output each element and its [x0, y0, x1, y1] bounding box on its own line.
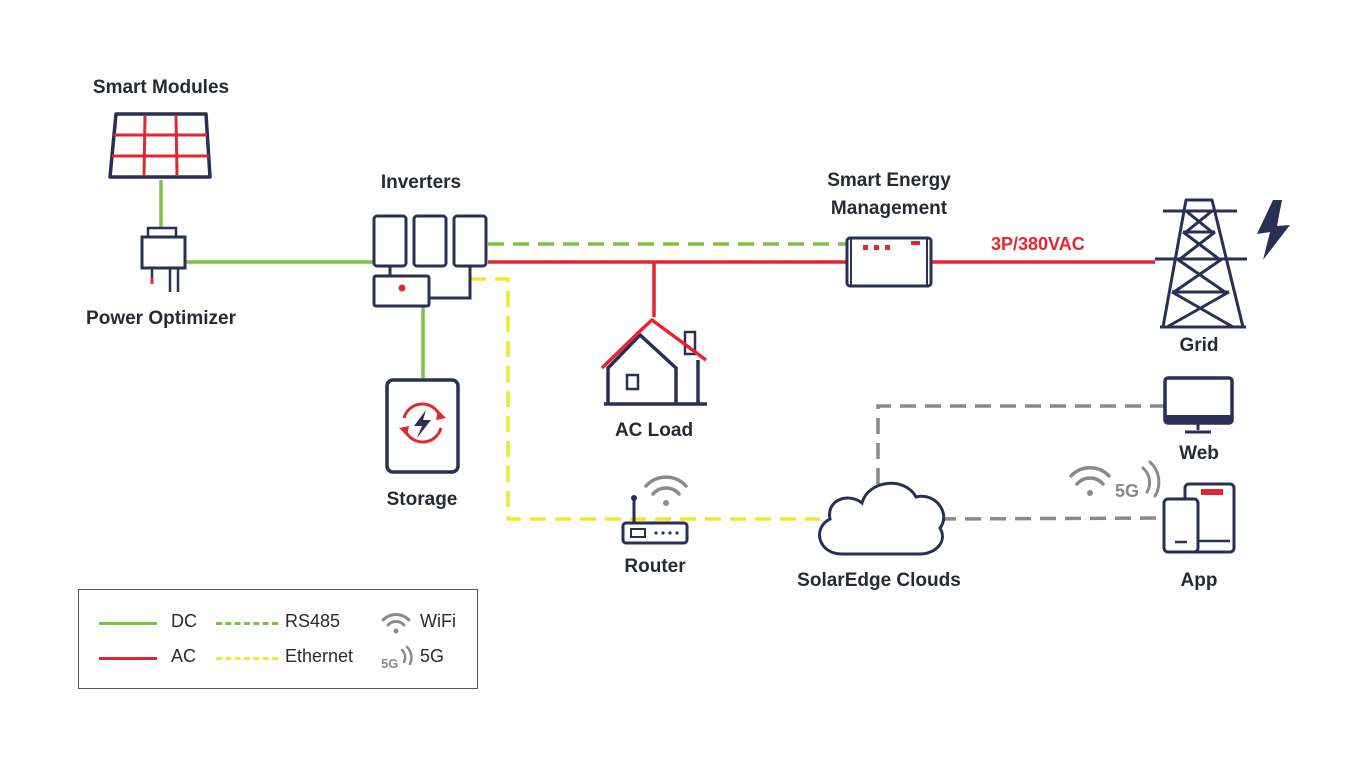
legend-wifi-label: WiFi: [420, 611, 456, 631]
house-icon: [600, 318, 708, 406]
inverters-label: Inverters: [380, 172, 462, 193]
router-icon: [621, 495, 689, 545]
app-label: App: [1180, 570, 1218, 591]
inverter-icon: [372, 214, 488, 308]
router-label: Router: [624, 556, 686, 577]
grid-voltage-label: 3P/380VAC: [991, 234, 1085, 254]
power-optimizer-label: Power Optimizer: [86, 308, 236, 329]
legend-5g-tag: 5G: [381, 656, 399, 671]
solaredge-clouds-label: SolarEdge Clouds: [797, 570, 961, 591]
legend-dc-swatch: [99, 622, 157, 625]
cloud-web-link: [876, 404, 1164, 484]
legend-ethernet-label: Ethernet: [285, 646, 354, 666]
cloud-app-link: [939, 516, 1164, 521]
legend-ac-swatch: [99, 657, 157, 660]
legend: DC AC RS485 Ethernet WiFi 5G 5G: [78, 589, 478, 689]
lightning-bolt-icon: [1257, 200, 1290, 260]
smart-energy-label-line2: Management: [830, 198, 948, 219]
smart-modules-label: Smart Modules: [92, 77, 230, 98]
legend-wifi-icon: [381, 613, 411, 634]
dc-connections: [159, 180, 425, 378]
wifi-icon: [644, 475, 688, 506]
cloud-icon: [818, 481, 946, 556]
legend-dc-label: DC: [171, 611, 197, 631]
ethernet-line: [470, 277, 820, 521]
ac-load-label: AC Load: [614, 420, 694, 441]
5g-icon: [1069, 460, 1161, 498]
storage-label: Storage: [386, 489, 458, 510]
energy-meter-icon: [845, 236, 933, 288]
legend-ethernet-swatch: [216, 657, 278, 660]
optimizer-icon: [140, 226, 187, 292]
legend-ac-label: AC: [171, 646, 197, 666]
cloud-links: [876, 404, 1164, 521]
mobile-devices-icon: [1162, 482, 1236, 554]
legend-rs485-swatch: [216, 622, 278, 625]
solar-panel-icon: [108, 112, 212, 179]
web-label: Web: [1179, 443, 1219, 464]
ac-connections: [488, 260, 1155, 317]
monitor-icon: [1163, 376, 1234, 434]
legend-5g-icon: [400, 645, 413, 665]
storage-icon: [385, 378, 460, 474]
legend-rs485-label: RS485: [285, 611, 341, 631]
pylon-icon: [1155, 198, 1247, 329]
legend-5g-label: 5G: [420, 646, 445, 666]
app-5g-tag: 5G: [1115, 481, 1140, 501]
smart-energy-label-line1: Smart Energy: [827, 170, 951, 191]
grid-label: Grid: [1179, 335, 1219, 356]
